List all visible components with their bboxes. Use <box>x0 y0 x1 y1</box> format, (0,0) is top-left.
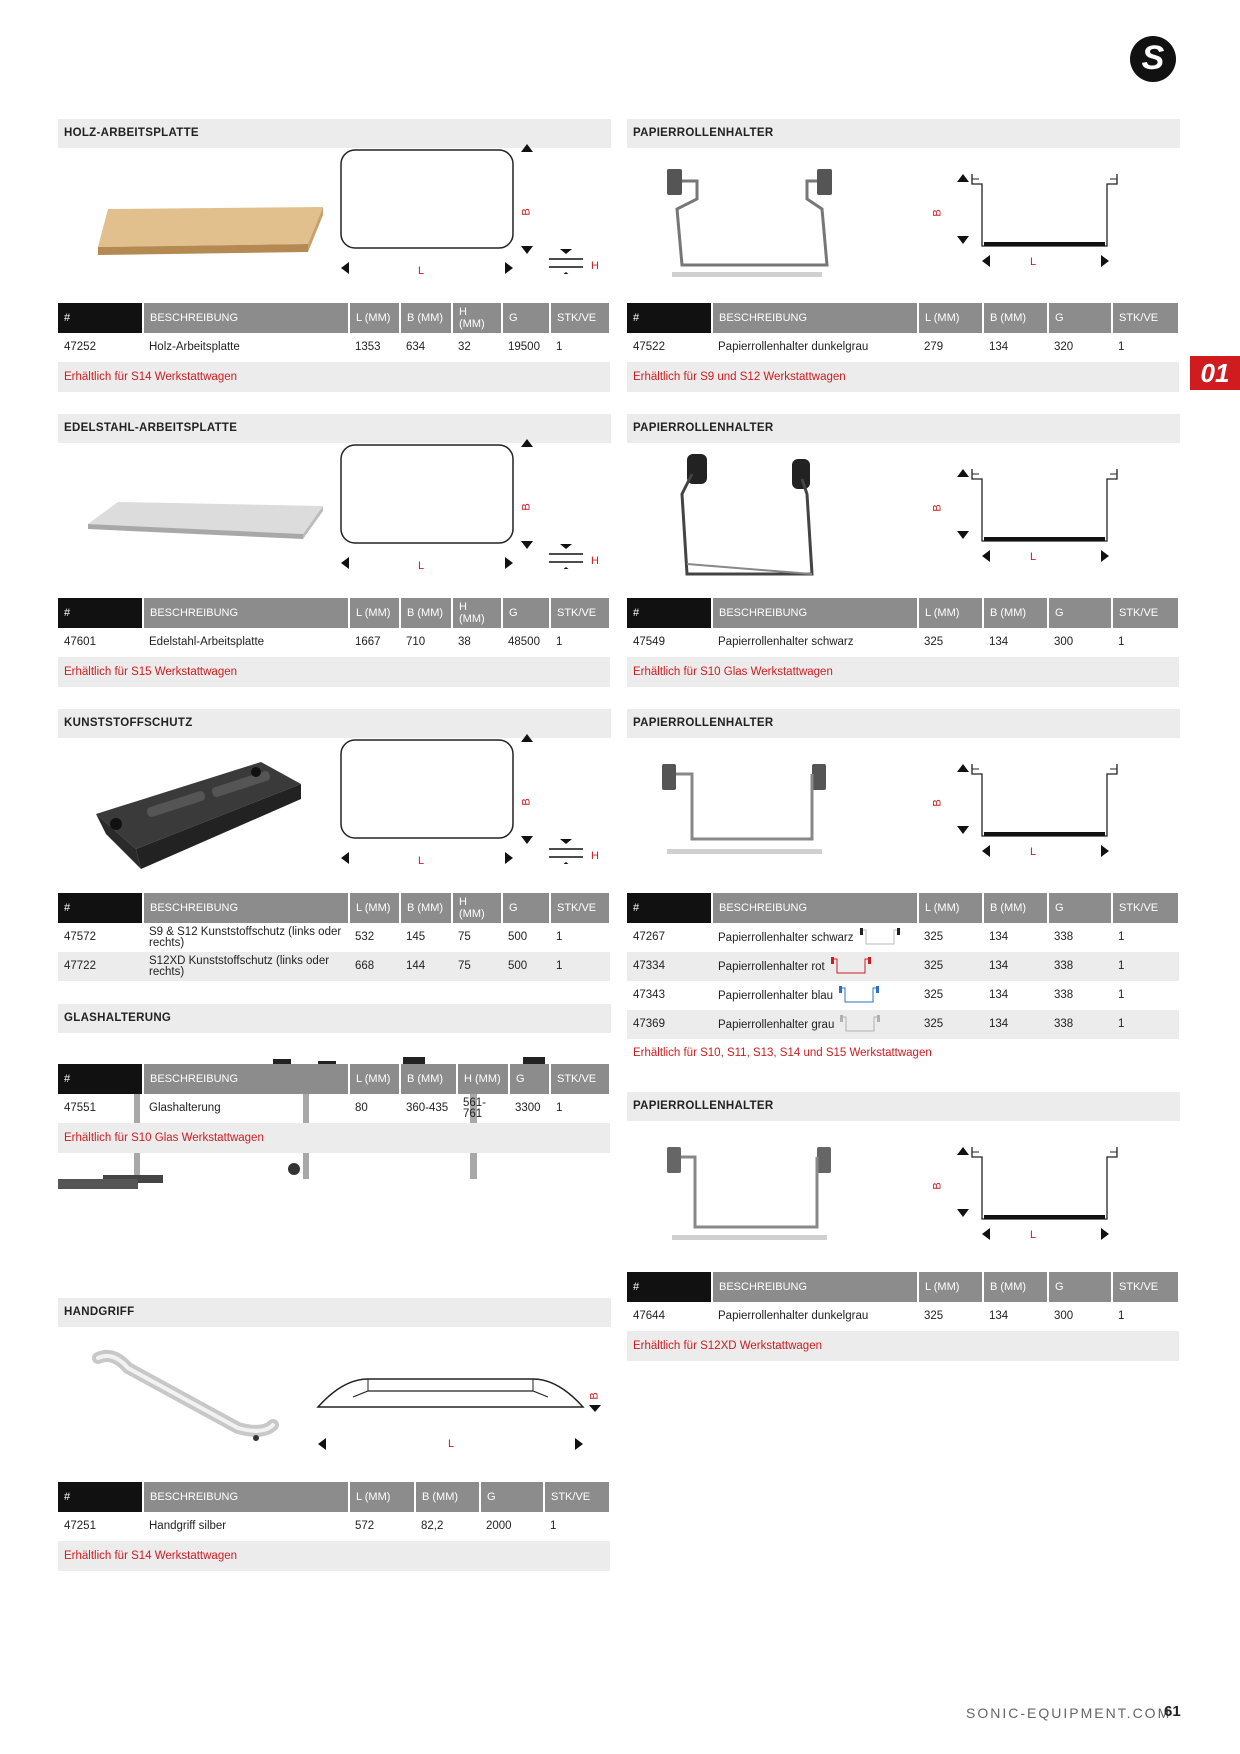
section-papierrollenhalter-1: PAPIERROLLENHALTER B L #BESCHREIBUNG L (… <box>627 119 1180 392</box>
dim-l-label: L <box>1030 846 1037 858</box>
availability-note: Erhältlich für S14 Werkstattwagen <box>58 362 610 392</box>
paper-holder-dark-grey-image <box>667 1147 831 1240</box>
section-title: PAPIERROLLENHALTER <box>627 119 1180 148</box>
handle-image <box>92 1350 279 1441</box>
dim-l-label: L <box>1030 551 1037 563</box>
dim-l-label: L <box>418 265 425 277</box>
section-papierrollenhalter-4: PAPIERROLLENHALTER B L #BESCHREIBUNG L (… <box>627 1092 1180 1367</box>
handle-dimension-drawing <box>316 1378 601 1450</box>
col-g: G <box>502 303 551 333</box>
section-handgriff: HANDGRIFF B L #BESCHREIBUNG L (MM)B (MM)… <box>58 1298 611 1578</box>
col-beschreibung: BESCHREIBUNG <box>143 303 350 333</box>
section-title: HANDGRIFF <box>58 1298 611 1327</box>
color-swatch-red <box>830 956 871 973</box>
paper-holder-multicolor-image <box>662 764 826 854</box>
paper-holder-dimension-drawing <box>957 174 1118 267</box>
section-holz-arbeitsplatte: HOLZ-ARBEITSPLATTE B L H # BESCHREIBUNG … <box>58 119 611 392</box>
paper-holder-dark-grey-image <box>667 169 832 277</box>
chapter-tab: 01 <box>1190 356 1240 390</box>
wood-worktop-image <box>98 207 323 255</box>
color-swatch-grey <box>840 1014 881 1031</box>
dim-b-label: B <box>931 1182 944 1190</box>
section-papierrollenhalter-2: PAPIERROLLENHALTER B L #BESCHREIBUNG L (… <box>627 414 1180 687</box>
paper-holder-dimension-drawing <box>957 764 1118 857</box>
plastic-guard-image <box>96 762 301 869</box>
worktop-dimension-drawing <box>340 144 583 274</box>
dim-l-label: L <box>418 560 425 572</box>
page-number: 61 <box>1164 1703 1181 1720</box>
section-title: PAPIERROLLENHALTER <box>627 709 1180 738</box>
edelstahl-table: #BESCHREIBUNG L (MM)B (MM) H (MM)G STK/V… <box>58 598 611 687</box>
section-title: PAPIERROLLENHALTER <box>627 1092 1180 1121</box>
glashalterung-table: #BESCHREIBUNG L (MM)B (MM) H (MM)G STK/V… <box>58 1064 611 1153</box>
dim-h-label: H <box>591 260 599 272</box>
kunststoffschutz-table: #BESCHREIBUNG L (MM)B (MM) H (MM)G STK/V… <box>58 893 611 981</box>
section-title: PAPIERROLLENHALTER <box>627 414 1180 443</box>
dim-h-label: H <box>591 850 599 862</box>
color-swatch-blue <box>839 985 880 1002</box>
dim-b-label: B <box>588 1392 601 1400</box>
availability-note: Erhältlich für S9 und S12 Werkstattwagen <box>627 362 1179 392</box>
availability-note: Erhältlich für S12XD Werkstattwagen <box>627 1331 1179 1361</box>
sonic-logo: S <box>1130 36 1176 82</box>
col-l: L (MM) <box>349 303 401 333</box>
section-edelstahl-arbeitsplatte: EDELSTAHL-ARBEITSPLATTE B L H #BESCHREIB… <box>58 414 611 687</box>
paper-holder-dimension-drawing <box>957 1147 1118 1240</box>
holz-table: # BESCHREIBUNG L (MM) B (MM) H (MM) G ST… <box>58 303 611 392</box>
availability-note: Erhältlich für S10 Glas Werkstattwagen <box>58 1123 610 1153</box>
availability-note: Erhältlich für S14 Werkstattwagen <box>58 1541 610 1571</box>
dim-l-label: L <box>1030 1229 1037 1241</box>
dim-h-label: H <box>591 555 599 567</box>
col-b: B (MM) <box>400 303 453 333</box>
col-number: # <box>58 303 144 333</box>
dim-b-label: B <box>931 209 944 217</box>
dim-b-label: B <box>931 799 944 807</box>
section-papierrollenhalter-3: PAPIERROLLENHALTER B L #BESCHREIBUNG L (… <box>627 709 1180 1069</box>
section-title: KUNSTSTOFFSCHUTZ <box>58 709 611 738</box>
dim-b-label: B <box>520 503 533 511</box>
steel-worktop-image <box>88 502 323 539</box>
worktop-dimension-drawing <box>340 439 583 569</box>
dim-l-label: L <box>448 1438 455 1450</box>
dim-l-label: L <box>1030 256 1037 268</box>
col-stk: STK/VE <box>550 303 611 333</box>
section-title: HOLZ-ARBEITSPLATTE <box>58 119 611 148</box>
section-title: GLASHALTERUNG <box>58 1004 611 1033</box>
availability-note: Erhältlich für S15 Werkstattwagen <box>58 657 610 687</box>
availability-note: Erhältlich für S10, S11, S13, S14 und S1… <box>633 1047 932 1059</box>
section-title: EDELSTAHL-ARBEITSPLATTE <box>58 414 611 443</box>
color-swatch-black <box>859 927 900 944</box>
paper-holder-black-image <box>680 454 814 576</box>
dim-b-label: B <box>520 798 533 806</box>
guard-dimension-drawing <box>340 734 583 864</box>
col-h: H (MM) <box>452 303 503 333</box>
section-kunststoffschutz: KUNSTSTOFFSCHUTZ B L H #BESCHREIBUNG L (… <box>58 709 611 989</box>
footer-website: SONIC-EQUIPMENT.COM <box>966 1705 1172 1721</box>
dim-b-label: B <box>931 504 944 512</box>
paper-holder-dimension-drawing <box>957 469 1118 562</box>
dim-l-label: L <box>418 855 425 867</box>
dim-b-label: B <box>520 208 533 216</box>
glashalterung-table-wrap: #BESCHREIBUNG L (MM)B (MM) H (MM)G STK/V… <box>58 1064 611 1164</box>
availability-note: Erhältlich für S10 Glas Werkstattwagen <box>627 657 1179 687</box>
